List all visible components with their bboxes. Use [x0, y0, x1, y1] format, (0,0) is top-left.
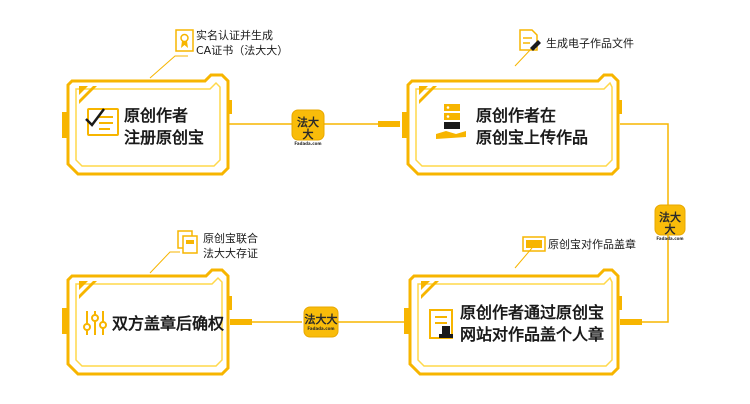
brand-badge-top-name: 法大大	[297, 116, 319, 141]
step-box-register	[62, 73, 232, 176]
note-archive-line1: 原创宝联合	[203, 232, 258, 245]
step-upload-line2: 原创宝上传作品	[476, 128, 589, 147]
certificate-icon	[175, 29, 194, 52]
step-register-line1: 原创作者	[124, 106, 189, 125]
brand-badge-bottom-name: 法大大	[304, 313, 338, 326]
note-ebook: 生成电子作品文件	[546, 36, 634, 51]
brand-badge-top	[291, 109, 325, 141]
brand-badge-right	[654, 204, 686, 236]
brand-badge-top-label: 法大大 Fadada.com	[292, 116, 324, 147]
step-confirm-title: 双方盖章后确权	[112, 313, 224, 335]
sliders-icon	[83, 311, 107, 335]
step-register-line2: 注册原创宝	[124, 128, 205, 147]
note-ca-line1: 实名认证并生成	[196, 29, 273, 42]
connector-stamp-to-confirm	[230, 319, 408, 325]
brand-badge-bottom-domain: Fadada.com	[307, 326, 335, 331]
step-stamp-title: 原创作者通过原创宝 网站对作品盖个人章	[460, 302, 604, 346]
step-confirm-line1: 双方盖章后确权	[112, 314, 225, 333]
note-ca-line2: CA证书（法大大）	[196, 44, 289, 57]
file-edit-icon	[519, 29, 541, 51]
step-upload-title: 原创作者在 原创宝上传作品	[476, 105, 588, 149]
step-box-stamp	[404, 268, 622, 376]
note-archive: 原创宝联合 法大大存证	[203, 231, 258, 261]
server-hand-icon	[436, 104, 466, 139]
brand-badge-right-name: 法大大	[659, 211, 681, 236]
note-archive-line2: 法大大存证	[203, 247, 258, 260]
step-stamp-line1: 原创作者通过原创宝	[460, 303, 605, 322]
brand-badge-right-label: 法大大 Fadada.com	[655, 211, 685, 242]
note-seal: 原创宝对作品盖章	[548, 237, 636, 252]
connector-register-to-upload	[228, 121, 400, 127]
checklist-icon	[85, 108, 119, 136]
note-ebook-line1: 生成电子作品文件	[546, 37, 634, 50]
note-seal-line1: 原创宝对作品盖章	[548, 238, 636, 251]
step-box-upload	[402, 73, 622, 176]
note-ca: 实名认证并生成 CA证书（法大大）	[196, 28, 288, 58]
step-register-title: 原创作者 注册原创宝	[124, 105, 204, 149]
step-box-confirm	[62, 268, 232, 376]
brand-badge-right-domain: Fadada.com	[656, 236, 684, 241]
step-upload-line1: 原创作者在	[476, 106, 557, 125]
brand-badge-bottom	[303, 306, 339, 338]
step-stamp-line2: 网站对作品盖个人章	[460, 325, 605, 344]
brand-badge-top-domain: Fadada.com	[294, 141, 322, 146]
seal-card-icon	[522, 236, 546, 252]
connector-upload-to-stamp	[620, 123, 669, 325]
copy-docs-icon	[177, 230, 198, 254]
stamp-document-icon	[429, 309, 453, 339]
brand-badge-bottom-label: 法大大 Fadada.com	[304, 313, 338, 332]
